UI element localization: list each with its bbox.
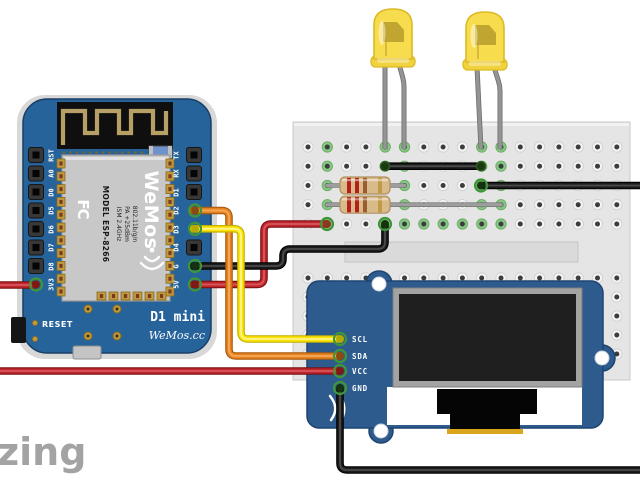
wire-orange-d2-sda[interactable] [189, 206, 343, 360]
connection-ring [187, 258, 203, 274]
connection-ring [28, 277, 44, 292]
led-die [475, 25, 496, 45]
jumper-end [379, 160, 391, 172]
connection-ring [332, 380, 348, 396]
led-yellow-1[interactable] [370, 8, 416, 149]
reset-button[interactable] [11, 317, 26, 343]
led-die [383, 22, 404, 42]
oled-display-module[interactable] [306, 270, 616, 444]
wifi-icon [149, 247, 155, 253]
led-yellow-2[interactable] [462, 11, 508, 150]
resistor-220ohm-1[interactable] [324, 176, 407, 195]
antenna-trace [60, 108, 169, 145]
mounting-hole [371, 276, 387, 292]
mounting-hole [594, 350, 610, 366]
oled-logo-arc [328, 394, 337, 422]
connection-ring [187, 221, 203, 236]
jumper-end [475, 160, 487, 172]
esp8266-shield [61, 154, 171, 302]
flex-connector [437, 389, 537, 414]
wire-yellow-d3-scl[interactable] [189, 225, 343, 343]
connection-ring [473, 178, 489, 193]
resistor-band [347, 177, 351, 194]
resistor-band [363, 197, 367, 213]
wire-red-5v-breadboard[interactable] [189, 220, 331, 289]
mounting-hole [373, 423, 389, 439]
oled-screen [399, 294, 576, 381]
resistor-band [378, 177, 382, 194]
usb-connector [72, 345, 102, 360]
resistor-band [378, 197, 382, 213]
resistor-band [363, 177, 367, 194]
resistor-band [347, 197, 351, 213]
resistor-220ohm-2[interactable] [324, 195, 504, 214]
connection-ring [187, 277, 203, 292]
connection-ring [332, 348, 348, 364]
connection-ring [332, 331, 348, 347]
wire-black-gnd-breadboard[interactable] [189, 220, 389, 270]
wemos-d1-mini-board[interactable] [11, 95, 217, 360]
wire-black-oled-gnd[interactable] [336, 384, 640, 474]
connection-ring [319, 216, 335, 232]
wire-end-caps [28, 160, 489, 396]
connection-ring [377, 216, 393, 232]
connection-ring [187, 203, 203, 218]
connection-ring [332, 363, 348, 379]
wifi-icon [139, 261, 165, 271]
resistor-band [355, 197, 359, 213]
resistor-band [355, 177, 359, 194]
wifi-icon [143, 255, 161, 263]
